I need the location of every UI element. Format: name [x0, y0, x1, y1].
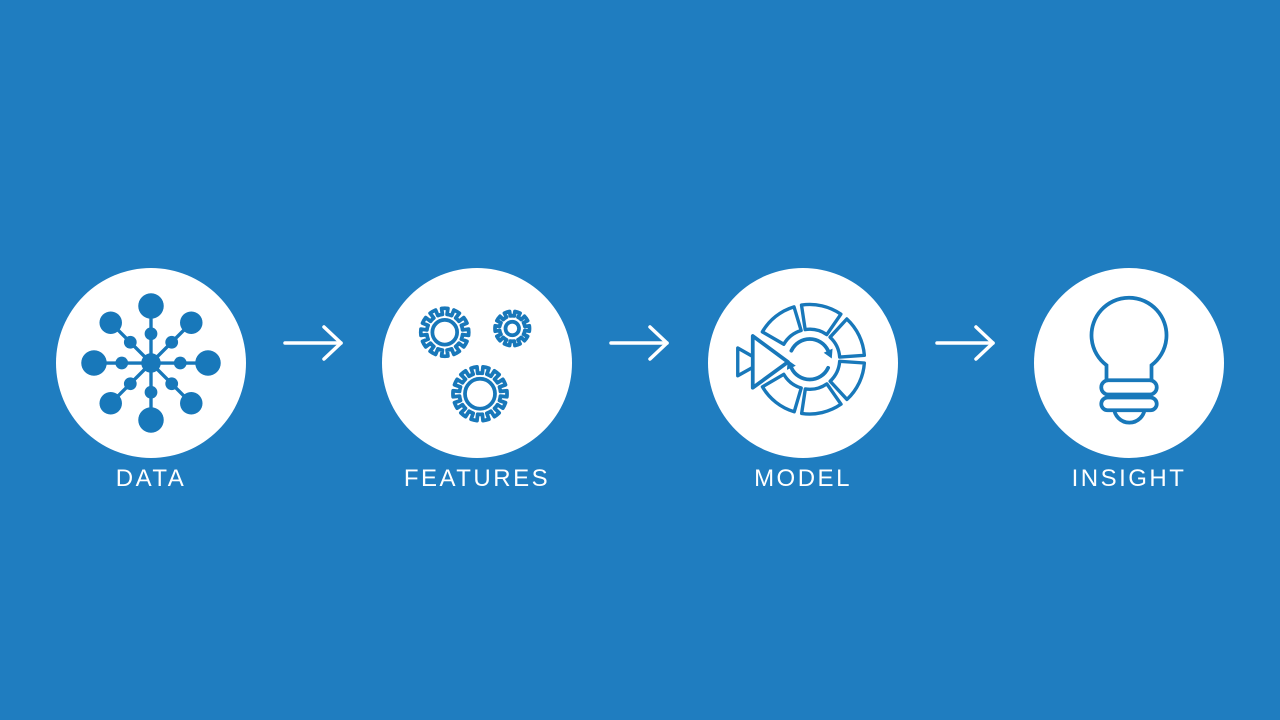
stage-features-circle [382, 268, 572, 458]
small-play-triangle [736, 346, 765, 378]
right-arrow-icon [609, 325, 669, 361]
bulb-collar-bottom [1099, 395, 1159, 413]
model-cycle-icon [736, 302, 867, 416]
stage-model-label: MODEL [754, 465, 852, 492]
stage-model: MODEL [708, 268, 898, 494]
stage-insight: INSIGHT [1034, 268, 1224, 494]
bulb-collar-top [1099, 378, 1159, 397]
model-segments [760, 302, 867, 416]
bulb-globe [1089, 295, 1169, 386]
stage-features: FEATURES [382, 268, 572, 494]
pipeline-flow: DATA FEATURES [0, 268, 1280, 494]
stage-data-label: DATA [115, 465, 187, 492]
network-hub-icon [81, 293, 221, 433]
right-arrow-icon [283, 325, 343, 361]
stage-model-circle [708, 268, 898, 458]
cycle-arrows-icon [786, 337, 833, 382]
lightbulb-icon [1089, 295, 1169, 425]
stage-data: DATA [56, 268, 246, 494]
stage-data-circle [56, 268, 246, 458]
right-arrow-icon [935, 325, 995, 361]
large-play-triangle [750, 334, 790, 390]
stage-features-label: FEATURES [403, 465, 551, 492]
bulb-base-cap [1112, 405, 1147, 425]
gears-icon [418, 306, 532, 423]
stage-insight-circle [1034, 268, 1224, 458]
stage-insight-label: INSIGHT [1071, 465, 1187, 492]
